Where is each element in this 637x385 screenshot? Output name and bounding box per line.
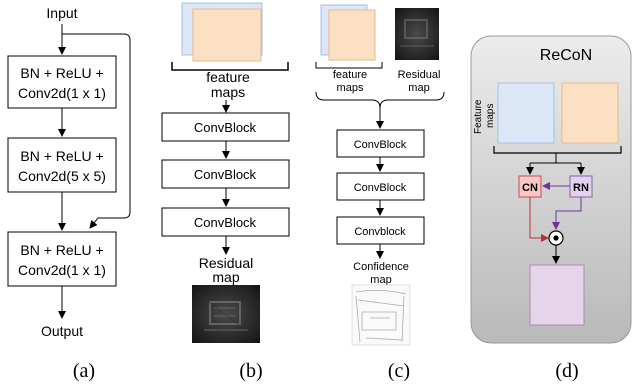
residual-map-image: [192, 285, 260, 343]
confidence-map-image: [351, 284, 411, 346]
recon-title: ReCoN: [540, 47, 592, 64]
convblock-3-label: ConvBlock: [194, 215, 257, 230]
panel-a: Input BN + ReLU + Conv2d(1 x 1) BN + ReL…: [7, 5, 131, 382]
c-residual-label-2: map: [408, 82, 429, 94]
c-combine-brace: [315, 91, 445, 109]
c-feature-label-1: feature: [333, 69, 367, 81]
bn-relu-conv-block-3: [7, 231, 117, 287]
rn-label: RN: [573, 182, 589, 194]
block3-line2: Conv2d(1 x 1): [18, 262, 106, 278]
c-convblock-3-label: Convblock: [354, 226, 406, 238]
block3-line1: BN + ReLU +: [20, 242, 103, 258]
d-arrow-cn-to-multiply: [529, 197, 549, 242]
bn-relu-conv-block-1: [7, 55, 117, 109]
residual-label-2: map: [212, 269, 239, 285]
caption-d: (d): [555, 360, 578, 382]
c-residual-map-image: [395, 8, 439, 60]
caption-b: (b): [239, 360, 262, 382]
d-feature-label-2: maps: [485, 104, 496, 128]
block1-line2: Conv2d(1 x 1): [18, 85, 106, 101]
input-label: Input: [46, 5, 77, 21]
block1-line1: BN + ReLU +: [20, 65, 103, 81]
feature-bracket: [171, 62, 289, 71]
d-feature-label-1: Feature: [473, 99, 484, 134]
panel-c: feature maps Residual map ConvBlock Conv…: [315, 4, 445, 382]
d-feature-bracket: [493, 146, 622, 154]
caption-c: (c): [388, 360, 410, 382]
convblock-1-label: ConvBlock: [194, 120, 257, 135]
c-feature-label-2: maps: [337, 82, 364, 94]
d-arrow-rn-to-multiply: [552, 197, 582, 230]
c-feature-map-orange: [328, 9, 376, 61]
feature-map-orange: [192, 8, 262, 62]
convblock-1: [161, 112, 290, 142]
feature-label-1: feature: [206, 69, 250, 85]
confidence-label-1: Confidence: [353, 261, 409, 273]
skip-connection: [62, 33, 131, 229]
c-residual-label-1: Residual: [398, 69, 441, 81]
d-feature-map-blue: [497, 82, 555, 144]
c-feature-bracket: [315, 62, 383, 69]
residual-label-1: Residual: [199, 255, 253, 271]
confidence-label-2: map: [370, 274, 391, 286]
bn-relu-conv-block-2: [7, 137, 117, 193]
c-convblock-1: [336, 129, 425, 158]
block2-line2: Conv2d(5 x 5): [18, 168, 106, 184]
cn-label: CN: [522, 182, 538, 194]
convblock-2: [161, 159, 290, 189]
convblock-3: [161, 207, 290, 237]
block2-line1: BN + ReLU +: [20, 148, 103, 164]
caption-a: (a): [73, 360, 95, 382]
panel-d: ReCoN Feature maps CN RN (d): [470, 35, 632, 382]
output-label: Output: [41, 323, 83, 339]
convblock-2-label: ConvBlock: [194, 167, 257, 182]
d-output-map: [529, 264, 585, 326]
c-convblock-2: [336, 172, 425, 201]
d-feature-map-orange: [561, 82, 619, 144]
c-convblock-2-label: ConvBlock: [354, 182, 407, 194]
c-convblock-1-label: ConvBlock: [354, 139, 407, 151]
panel-b: feature maps ConvBlock ConvBlock ConvBlo…: [161, 2, 290, 382]
multiply-node-dot: [553, 235, 559, 241]
feature-label-2: maps: [211, 84, 245, 100]
